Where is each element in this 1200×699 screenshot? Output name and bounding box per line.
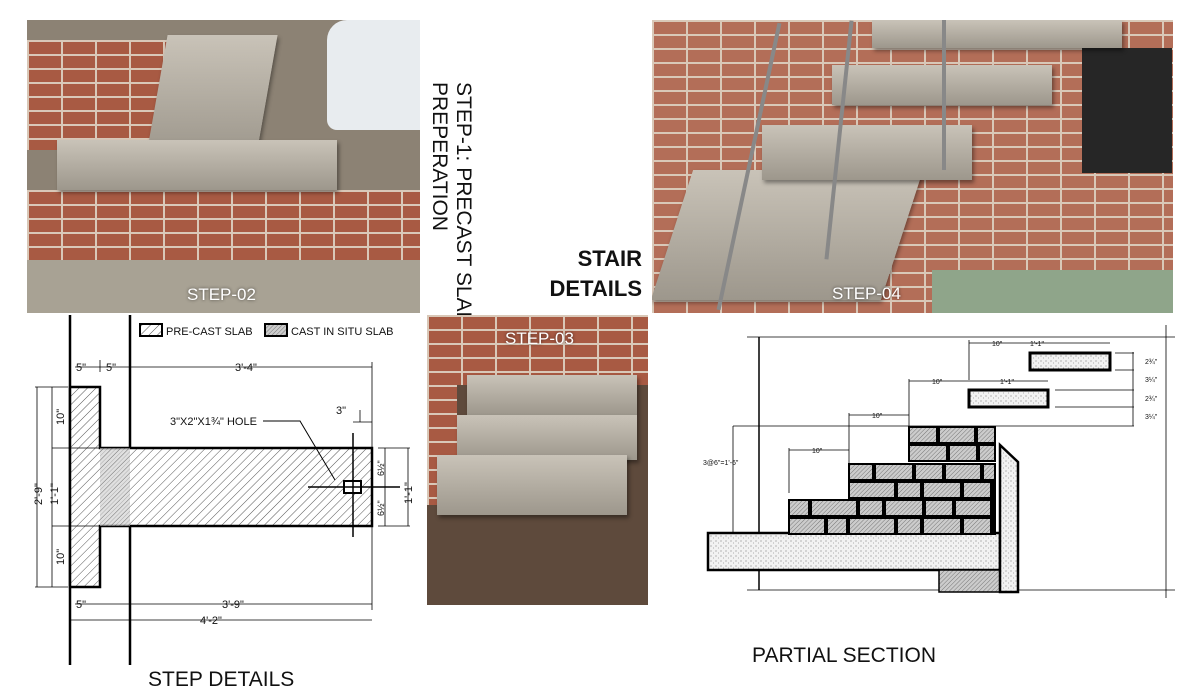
water-pool (932, 270, 1173, 313)
step-details-drawing (35, 315, 410, 665)
brick (962, 481, 992, 499)
lower-wall (938, 569, 1001, 593)
precast-step (467, 375, 637, 415)
dim-label: 5" (76, 599, 86, 611)
brick (896, 481, 922, 499)
dim-label: 10" (55, 549, 67, 565)
step-details-caption: STEP DETAILS (148, 668, 295, 691)
dim-label: 6½" (376, 460, 386, 476)
dim-label: 2¾" (1145, 359, 1158, 366)
brick-wall (427, 315, 648, 385)
brick (948, 444, 978, 462)
brick (884, 499, 924, 517)
stair-title-line2: DETAILS (549, 276, 642, 301)
legend-precast-swatch (139, 323, 163, 337)
dim-label: 1'-1" (1000, 379, 1014, 386)
plaster-wall (998, 442, 1020, 594)
brick (848, 463, 874, 481)
dim-label: 10" (812, 448, 823, 455)
photo-step-04: STEP-04 (652, 20, 1173, 313)
brick (826, 517, 848, 535)
dim-label: 3¼" (1145, 377, 1158, 384)
photo-step-02: STEP-02 (27, 20, 420, 313)
partial-section-labels: 10" 1'-1" 10" 1'-1" 10" 10" 2¾" 3¼" 2¾" … (703, 341, 1158, 467)
rise-label: 3@6"=1'-6" (703, 460, 739, 467)
photo-label: STEP-03 (505, 329, 574, 348)
legend-insitu-swatch (264, 323, 288, 337)
ground (27, 260, 420, 313)
brick (944, 463, 982, 481)
dim-label: 10" (55, 409, 67, 425)
stair-title-line1: STAIR (577, 246, 642, 271)
suspension-rod (942, 20, 946, 170)
brick (978, 444, 996, 462)
brick (992, 481, 996, 499)
dim-label: 4'-2" (200, 615, 222, 627)
brick (938, 426, 976, 444)
brick (992, 517, 996, 535)
brick (908, 426, 938, 444)
brick (962, 517, 992, 535)
brick (976, 426, 996, 444)
dim-label: 5" (76, 362, 86, 374)
brick (992, 499, 996, 517)
hole-label: 3"X2"X1¾" HOLE (170, 416, 257, 428)
precast-tread (1028, 351, 1112, 372)
dim-label: 1'-1" (1030, 341, 1044, 348)
brick (858, 499, 884, 517)
brick (810, 499, 858, 517)
brick (922, 481, 962, 499)
floor-slab (706, 531, 1002, 572)
dim-label: 3¼" (1145, 414, 1158, 421)
brick (954, 499, 992, 517)
dim-label: 1'-1" (49, 483, 61, 505)
legend-precast-label: PRE-CAST SLAB (166, 326, 253, 338)
brick (914, 463, 944, 481)
insitu-zone (100, 448, 130, 526)
dim-label: 5" (106, 362, 116, 374)
brick (874, 463, 914, 481)
step-details-labels: PRE-CAST SLAB CAST IN SITU SLAB 5" 5" 3'… (33, 326, 415, 627)
worker (327, 20, 420, 130)
stair-details-title: STAIR DETAILS (550, 244, 642, 304)
brick (982, 463, 996, 481)
photo-step-03: STEP-03 (427, 315, 648, 605)
precast-step (457, 415, 637, 460)
dim-label: 2'-9" (33, 483, 45, 505)
dim-label: 10" (872, 413, 883, 420)
dim-label: 3'-9" (222, 599, 244, 611)
dim-label: 3" (336, 405, 346, 417)
photo-label: STEP-02 (187, 285, 256, 304)
dim-label: 6½" (376, 500, 386, 516)
precast-step (872, 20, 1122, 48)
dim-label: 10" (992, 341, 1003, 348)
precast-step (437, 455, 627, 515)
brick (788, 517, 826, 535)
brick (848, 481, 896, 499)
precast-slab (57, 140, 337, 190)
precast-step (762, 125, 972, 180)
brick (848, 517, 896, 535)
dim-label: 1'-1" (403, 482, 415, 504)
photo-label: STEP-04 (832, 284, 901, 303)
brick (788, 499, 810, 517)
dim-label: 2¾" (1145, 396, 1158, 403)
brick (924, 499, 954, 517)
partial-section-drawing (706, 325, 1175, 598)
window (1082, 48, 1172, 173)
dim-label: 3'-4" (235, 362, 257, 374)
precast-tread (967, 388, 1050, 409)
brick (922, 517, 962, 535)
brick (908, 444, 948, 462)
legend-insitu-label: CAST IN SITU SLAB (291, 326, 394, 338)
brick (896, 517, 922, 535)
partial-section-caption: PARTIAL SECTION (752, 644, 936, 667)
brick-masonry (788, 426, 996, 535)
dim-label: 10" (932, 379, 943, 386)
